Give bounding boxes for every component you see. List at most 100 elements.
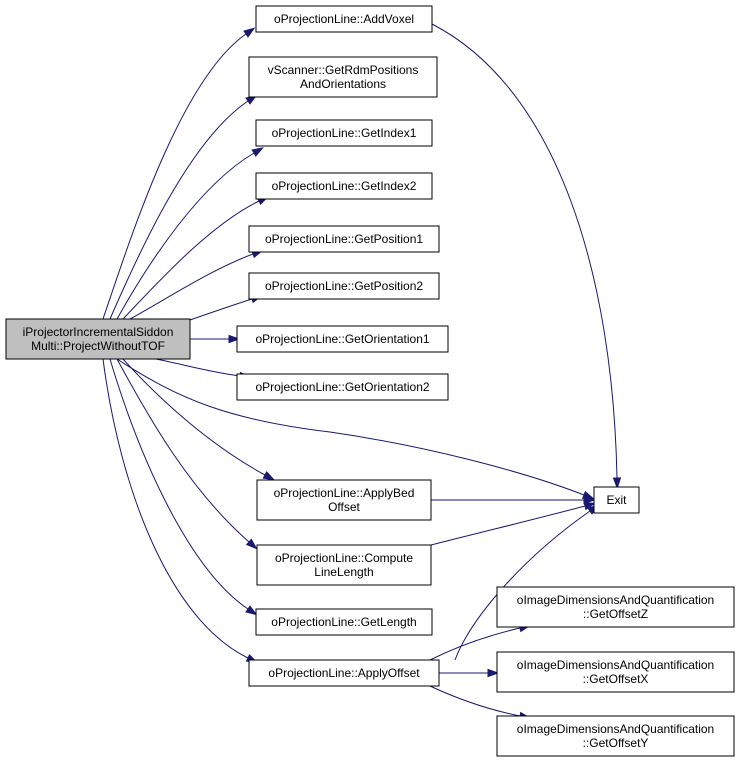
node-label: oProjectionLine::ApplyBed	[274, 486, 415, 500]
arrowhead-icon	[228, 334, 241, 344]
node-getoffsetx[interactable]: oImageDimensionsAndQuantification::GetOf…	[496, 651, 735, 693]
node-label: Multi::ProjectWithoutTOF	[31, 339, 165, 353]
node-getindex1[interactable]: oProjectionLine::GetIndex1	[255, 119, 433, 147]
node-label: Exit	[606, 493, 627, 507]
node-box	[255, 172, 433, 200]
node-label: oProjectionLine::GetIndex1	[272, 126, 417, 140]
node-box	[256, 479, 432, 521]
arrowhead-icon	[243, 27, 256, 38]
node-getindex2[interactable]: oProjectionLine::GetIndex2	[255, 172, 433, 200]
node-label: oProjectionLine::GetPosition2	[265, 279, 423, 293]
edge-line	[129, 253, 254, 320]
edge-root-to-getorientation1	[190, 334, 241, 344]
node-box	[248, 272, 440, 300]
node-box	[255, 608, 433, 636]
node-addvoxel[interactable]: oProjectionLine::AddVoxel	[255, 5, 433, 33]
edge-line	[155, 358, 241, 377]
edge-root-to-applyoffset	[102, 358, 259, 664]
node-label: iProjectorIncrementalSiddon	[23, 325, 174, 339]
node-box	[496, 651, 735, 693]
node-label: oImageDimensionsAndQuantification	[517, 593, 714, 607]
node-label: oProjectionLine::GetOrientation1	[255, 332, 429, 346]
edge-root-to-addvoxel	[102, 27, 256, 320]
node-box	[593, 486, 640, 514]
edge-line	[122, 358, 266, 476]
edge-line	[102, 358, 249, 659]
node-box	[236, 325, 449, 353]
edge-line	[122, 200, 260, 320]
node-box	[496, 715, 735, 757]
node-label: ::GetOffsetZ	[583, 607, 648, 621]
arrowhead-icon	[487, 668, 500, 678]
node-label: oImageDimensionsAndQuantification	[517, 658, 714, 672]
node-box	[248, 225, 440, 253]
node-box	[248, 659, 440, 687]
node-exit[interactable]: Exit	[593, 486, 640, 514]
node-getorientation2[interactable]: oProjectionLine::GetOrientation2	[236, 373, 449, 401]
edge-line	[102, 33, 247, 320]
edge-computelinelength-to-exit	[430, 502, 597, 546]
node-label: AndOrientations	[300, 77, 386, 91]
edge-line	[116, 358, 250, 543]
edge-root-to-computelinelength	[116, 358, 258, 550]
node-label: ::GetOffsetX	[583, 672, 649, 686]
node-applyoffset[interactable]: oProjectionLine::ApplyOffset	[248, 659, 440, 687]
edge-line	[429, 685, 521, 717]
edge-addvoxel-to-exit	[431, 23, 622, 490]
node-root[interactable]: iProjectorIncrementalSiddonMulti::Projec…	[5, 318, 191, 360]
node-getposition1[interactable]: oProjectionLine::GetPosition1	[248, 225, 440, 253]
node-label: oProjectionLine::Compute	[275, 551, 413, 565]
node-getorientation1[interactable]: oProjectionLine::GetOrientation1	[236, 325, 449, 353]
node-label: oImageDimensionsAndQuantification	[517, 722, 714, 736]
node-box	[496, 586, 735, 628]
node-box	[236, 373, 449, 401]
node-label: LineLength	[314, 565, 373, 579]
arrowhead-icon	[245, 605, 258, 616]
node-box	[256, 544, 432, 586]
arrowhead-icon	[583, 495, 596, 505]
edge-root-to-getposition1	[129, 249, 264, 320]
arrowhead-icon	[245, 538, 258, 550]
node-label: oProjectionLine::GetPosition1	[265, 232, 423, 246]
node-label: oProjectionLine::GetOrientation2	[255, 380, 429, 394]
edge-line	[189, 298, 253, 321]
arrowhead-icon	[612, 477, 622, 490]
edge-line	[116, 358, 585, 496]
edge-root-to-getindex1	[116, 147, 264, 320]
edge-applyoffset-to-getoffsetx	[439, 668, 500, 678]
node-box	[255, 119, 433, 147]
edge-root-to-getorientation2	[155, 358, 252, 381]
nodes-layer: iProjectorIncrementalSiddonMulti::Projec…	[5, 5, 735, 757]
edge-applyoffset-to-exit	[454, 504, 600, 661]
arrowhead-icon	[251, 147, 264, 157]
node-label: oProjectionLine::ApplyOffset	[268, 666, 420, 680]
edge-line	[429, 627, 521, 661]
node-box	[5, 318, 191, 360]
edges-layer	[102, 23, 622, 720]
edge-line	[109, 100, 249, 320]
node-getlength[interactable]: oProjectionLine::GetLength	[255, 608, 433, 636]
node-label: vScanner::GetRdmPositions	[268, 63, 419, 77]
node-getoffsetz[interactable]: oImageDimensionsAndQuantification::GetOf…	[496, 586, 735, 628]
node-label: Offset	[328, 500, 360, 514]
edge-line	[430, 505, 586, 546]
node-label: oProjectionLine::GetIndex2	[272, 179, 417, 193]
edge-line	[109, 358, 249, 610]
edge-line	[431, 23, 618, 479]
arrowhead-icon	[583, 502, 597, 511]
node-label: oProjectionLine::AddVoxel	[274, 12, 414, 26]
edge-root-to-getlength	[109, 358, 258, 616]
node-box	[255, 5, 433, 33]
edge-line	[116, 152, 255, 320]
node-box	[248, 56, 438, 98]
node-label: oProjectionLine::GetLength	[271, 615, 416, 629]
node-getposition2[interactable]: oProjectionLine::GetPosition2	[248, 272, 440, 300]
arrowhead-icon	[262, 471, 276, 481]
node-label: ::GetOffsetY	[583, 736, 649, 750]
node-getoffsety[interactable]: oImageDimensionsAndQuantification::GetOf…	[496, 715, 735, 757]
edge-applybedoffset-to-exit	[431, 495, 596, 505]
